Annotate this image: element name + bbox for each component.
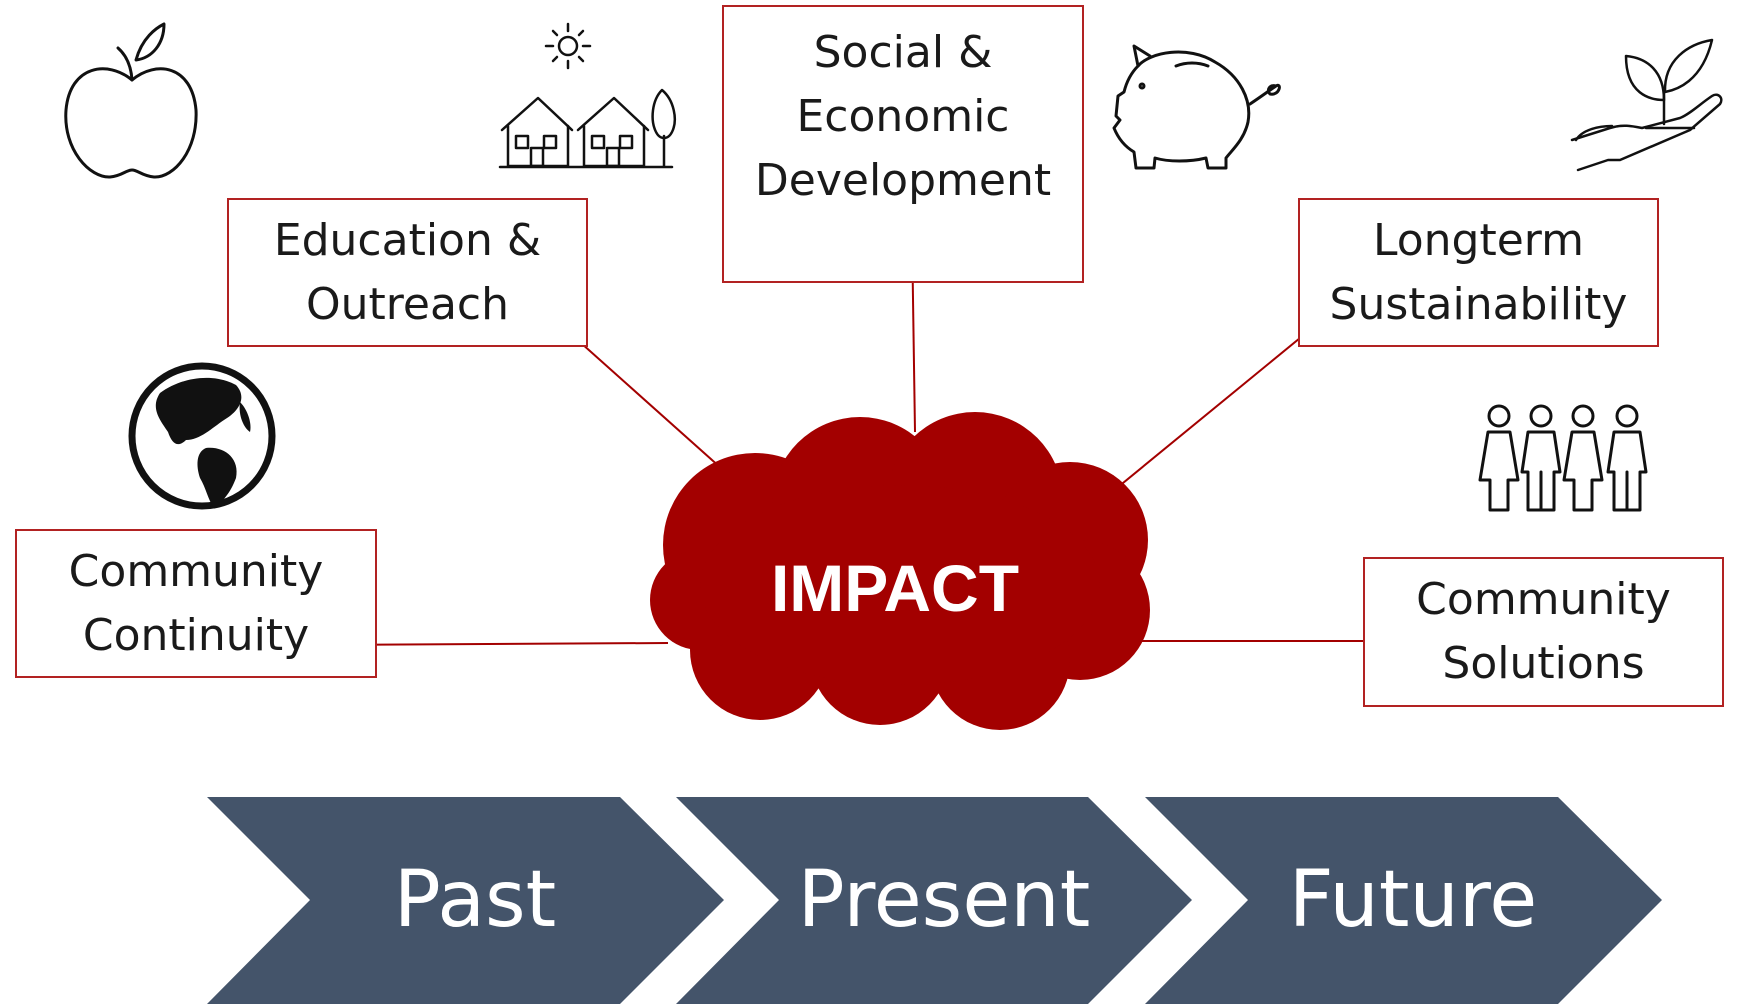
box-line: Community bbox=[68, 545, 324, 597]
box-community-solutions: Community Solutions bbox=[1363, 557, 1724, 707]
arrow-to-sustainability bbox=[1089, 319, 1323, 511]
box-line: Outreach bbox=[305, 278, 509, 330]
timeline-label-future: Future bbox=[1288, 855, 1538, 945]
box-line: Development bbox=[754, 155, 1052, 206]
people-group-icon bbox=[1478, 404, 1648, 512]
box-line: Longterm bbox=[1373, 214, 1584, 266]
box-line: Social & bbox=[813, 27, 993, 78]
box-social-economic-development: Social & Economic Development bbox=[722, 5, 1084, 283]
impact-label: IMPACT bbox=[770, 551, 1020, 625]
box-line: Education & bbox=[273, 214, 542, 266]
box-line: Sustainability bbox=[1329, 278, 1628, 330]
houses-sun-icon bbox=[498, 22, 676, 169]
chevron-present bbox=[676, 797, 1192, 1004]
box-line: Economic bbox=[796, 91, 1010, 142]
piggy-bank-icon bbox=[1112, 44, 1281, 170]
chevron-future bbox=[1145, 797, 1662, 1004]
chevron-past bbox=[207, 797, 724, 1004]
box-line: Continuity bbox=[82, 609, 310, 661]
timeline-label-present: Present bbox=[797, 855, 1091, 945]
box-line: Solutions bbox=[1442, 638, 1645, 689]
plant-in-hand-icon bbox=[1570, 38, 1723, 172]
box-line: Community bbox=[1416, 574, 1671, 625]
timeline-label-past: Past bbox=[393, 855, 557, 945]
box-community-continuity: Community Continuity bbox=[15, 529, 377, 678]
apple-icon bbox=[64, 22, 198, 179]
box-education-outreach: Education & Outreach bbox=[227, 198, 588, 347]
impact-cloud bbox=[650, 412, 1150, 730]
box-longterm-sustainability: Longterm Sustainability bbox=[1298, 198, 1659, 347]
arrow-to-continuity bbox=[321, 640, 669, 649]
globe-icon bbox=[128, 362, 276, 510]
